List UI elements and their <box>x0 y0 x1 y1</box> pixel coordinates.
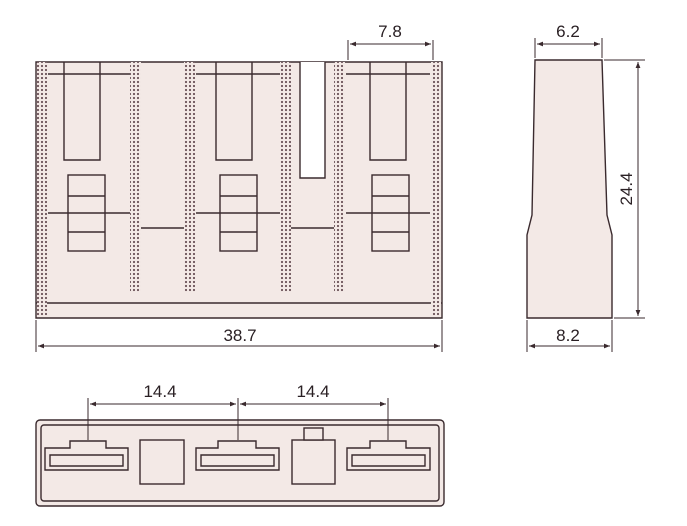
front-terminal-3 <box>346 62 430 252</box>
front-terminal-2 <box>196 62 280 252</box>
side-view <box>526 59 613 319</box>
front-inner-wall-1 <box>130 62 141 292</box>
dim-bottom-pitch-right-label: 14.4 <box>296 382 329 401</box>
dim-side-height <box>604 59 645 319</box>
dim-front-slot <box>347 40 434 60</box>
front-terminal-1 <box>48 62 130 252</box>
dim-side-top <box>534 38 603 58</box>
front-view <box>35 61 443 319</box>
front-inner-wall-3 <box>280 62 291 292</box>
bottom-square-2 <box>291 427 336 485</box>
dim-bottom-pitch-left-label: 14.4 <box>143 382 176 401</box>
bottom-terminal-3 <box>346 440 431 471</box>
dim-bottom-pitch <box>87 398 389 440</box>
dim-side-bottom-label: 8.2 <box>556 326 580 345</box>
bottom-terminal-1 <box>44 440 129 471</box>
front-inner-wall-2 <box>184 62 195 292</box>
bottom-terminal-2 <box>195 440 280 471</box>
dim-side-bottom <box>526 320 613 352</box>
dim-front-total-label: 38.7 <box>223 326 256 345</box>
front-inner-wall-4 <box>334 62 345 292</box>
bottom-view <box>35 419 445 507</box>
dim-front-total <box>35 320 443 352</box>
bottom-square-1 <box>139 439 185 485</box>
dim-side-top-label: 6.2 <box>556 22 580 41</box>
front-right-wall <box>431 62 441 316</box>
dim-side-height-label: 24.4 <box>617 172 636 205</box>
front-left-wall <box>37 62 47 316</box>
dim-front-slot-label: 7.8 <box>378 22 402 41</box>
